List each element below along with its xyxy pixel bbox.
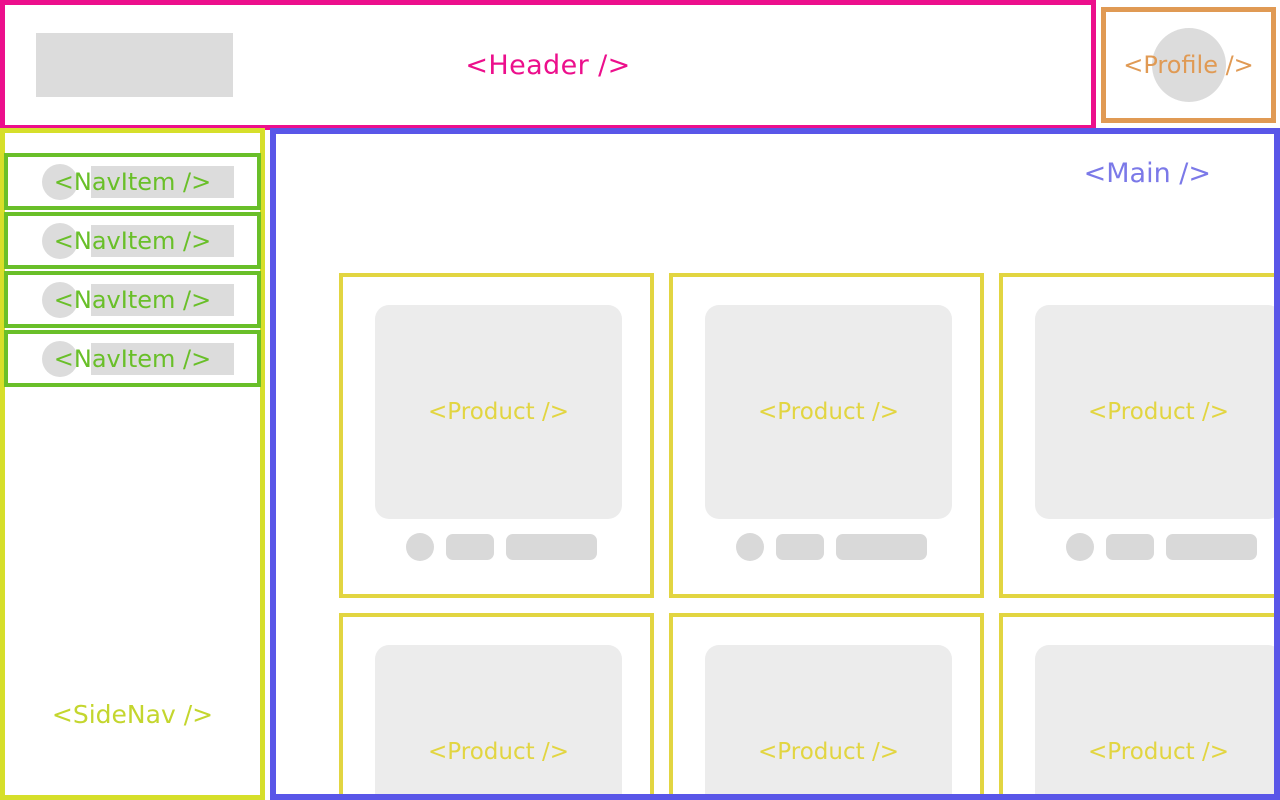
product-label: <Product />	[758, 399, 899, 425]
nav-item-label: <NavItem />	[53, 344, 212, 373]
nav-item-label: <NavItem />	[53, 285, 212, 314]
product-label: <Product />	[1088, 399, 1229, 425]
nav-item-icon	[42, 340, 78, 377]
profile-label: <Profile />	[1123, 51, 1254, 79]
product-card[interactable]: <Product />	[999, 613, 1274, 794]
nav-item-text-placeholder	[91, 283, 234, 316]
product-card[interactable]: <Product />	[669, 613, 984, 794]
product-card[interactable]: <Product />	[339, 613, 654, 794]
product-action-small[interactable]	[1106, 534, 1154, 560]
header-region: <Header />	[0, 0, 1096, 130]
nav-item-label: <NavItem />	[53, 167, 212, 196]
product-actions	[736, 533, 927, 561]
product-action-icon[interactable]	[406, 533, 434, 561]
sidenav-region: <NavItem /> <NavItem /> <NavItem /> <Nav…	[0, 128, 265, 800]
nav-item-text-placeholder	[91, 342, 234, 375]
product-label: <Product />	[428, 739, 569, 765]
nav-list: <NavItem /> <NavItem /> <NavItem /> <Nav…	[4, 153, 261, 389]
product-action-large[interactable]	[836, 534, 927, 560]
product-label: <Product />	[758, 739, 899, 765]
product-action-small[interactable]	[446, 534, 494, 560]
product-label: <Product />	[428, 399, 569, 425]
product-image-placeholder: <Product />	[375, 645, 622, 794]
product-action-large[interactable]	[1166, 534, 1257, 560]
sidebar-item-2[interactable]: <NavItem />	[4, 212, 261, 269]
nav-item-label: <NavItem />	[53, 226, 212, 255]
nav-item-icon	[42, 222, 78, 259]
product-action-icon[interactable]	[736, 533, 764, 561]
sidenav-label: <SideNav />	[51, 700, 214, 729]
product-image-placeholder: <Product />	[1035, 305, 1274, 519]
product-label: <Product />	[1088, 739, 1229, 765]
main-label: <Main />	[1083, 158, 1211, 189]
nav-item-icon	[42, 163, 78, 200]
product-image-placeholder: <Product />	[375, 305, 622, 519]
product-card[interactable]: <Product />	[339, 273, 654, 598]
product-image-placeholder: <Product />	[705, 645, 952, 794]
nav-item-icon	[42, 281, 78, 318]
logo-placeholder[interactable]	[36, 33, 233, 97]
nav-item-text-placeholder	[91, 165, 234, 198]
product-card[interactable]: <Product />	[669, 273, 984, 598]
product-image-placeholder: <Product />	[705, 305, 952, 519]
product-card[interactable]: <Product />	[999, 273, 1274, 598]
profile-region[interactable]: <Profile />	[1101, 7, 1276, 123]
product-grid: <Product /> <Product />	[339, 273, 1274, 794]
sidebar-item-1[interactable]: <NavItem />	[4, 153, 261, 210]
product-actions	[406, 533, 597, 561]
main-region: <Main /> <Product /> <Product />	[270, 128, 1280, 800]
sidebar-item-3[interactable]: <NavItem />	[4, 271, 261, 328]
product-action-small[interactable]	[776, 534, 824, 560]
product-action-icon[interactable]	[1066, 533, 1094, 561]
product-actions	[1066, 533, 1257, 561]
nav-item-text-placeholder	[91, 224, 234, 257]
product-image-placeholder: <Product />	[1035, 645, 1274, 794]
sidebar-item-4[interactable]: <NavItem />	[4, 330, 261, 387]
avatar	[1151, 28, 1226, 102]
product-action-large[interactable]	[506, 534, 597, 560]
